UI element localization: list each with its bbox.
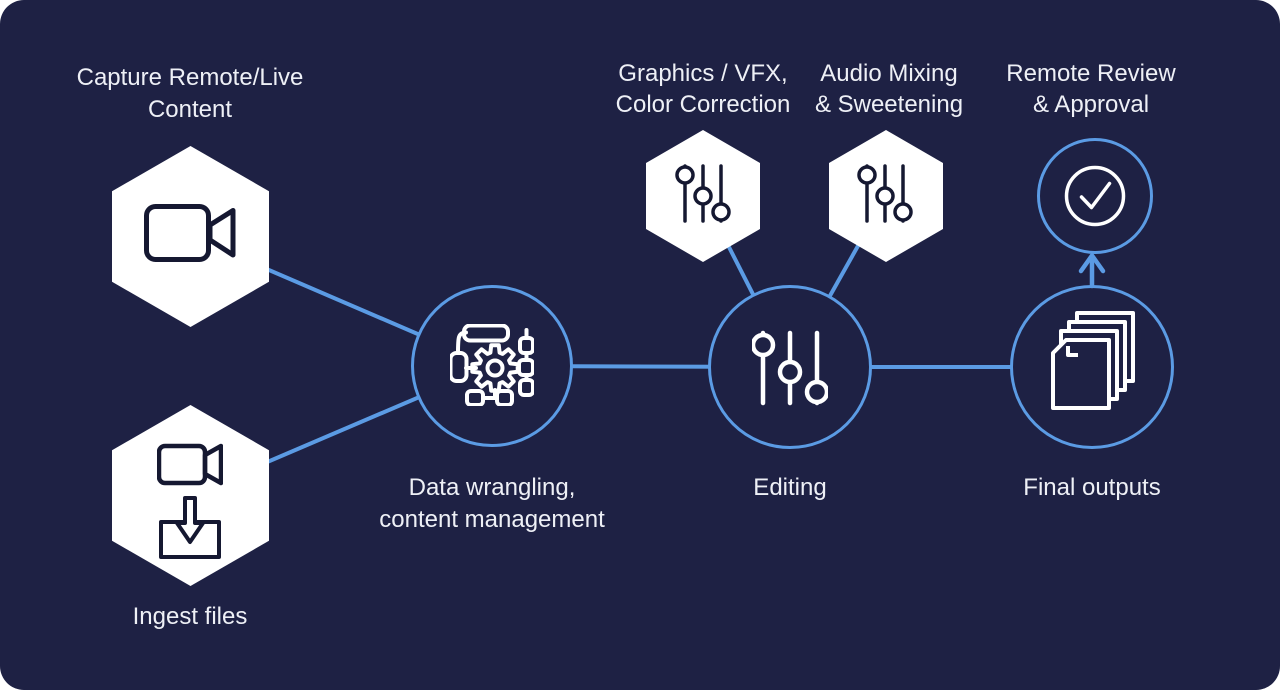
label-audio: Audio Mixing & Sweetening [815, 58, 963, 120]
sliders-icon [857, 164, 913, 223]
label-line: content management [379, 506, 605, 533]
label-review: Remote Review & Approval [1006, 58, 1175, 120]
label-line: Capture Remote/Live [76, 64, 304, 91]
gear-flowchart-icon [450, 324, 534, 406]
label-ingest: Ingest files [133, 601, 248, 633]
sliders-icon [752, 330, 828, 406]
label-line: Final outputs [1023, 474, 1161, 501]
documents-stack-icon [1051, 311, 1135, 410]
label-editing: Editing [753, 472, 826, 504]
label-line: & Approval [1032, 91, 1150, 118]
label-line: Audio Mixing [820, 60, 958, 87]
label-line: Graphics / VFX, [618, 60, 788, 87]
check-circle-icon [1064, 165, 1126, 227]
label-wrangling: Data wrangling, content management [379, 472, 604, 536]
label-outputs: Final outputs [1023, 472, 1160, 504]
ingest-files-icon [157, 443, 223, 559]
label-capture: Capture Remote/Live Content [77, 62, 304, 126]
label-line: Color Correction [615, 91, 791, 118]
sliders-icon [675, 164, 731, 223]
label-line: Editing [753, 474, 827, 501]
label-graphics: Graphics / VFX, Color Correction [616, 58, 791, 120]
label-line: Remote Review [1006, 60, 1176, 87]
label-line: Data wrangling, [408, 474, 576, 501]
label-line: & Sweetening [814, 91, 964, 118]
label-line: Ingest files [132, 603, 248, 630]
node-review [1037, 138, 1153, 254]
label-line: Content [147, 96, 233, 123]
video-camera-icon [144, 204, 236, 262]
